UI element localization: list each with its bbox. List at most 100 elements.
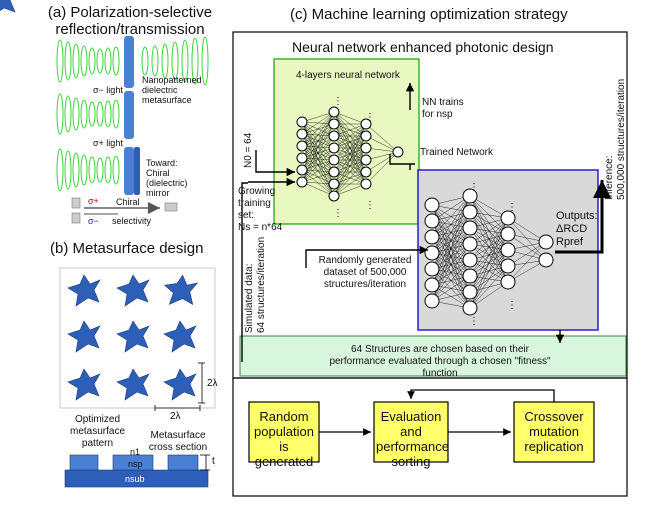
row3-note: Toward: Chiral (dielectric) mirror bbox=[146, 158, 188, 198]
nn-trained-edge bbox=[431, 275, 471, 302]
nn-small-edge bbox=[333, 159, 367, 197]
nn-small-edge bbox=[301, 159, 335, 183]
nn-trained-node bbox=[538, 234, 554, 250]
nn-small-edge bbox=[301, 147, 335, 183]
dimension-lines bbox=[154, 362, 205, 411]
nn-small-edge bbox=[333, 135, 367, 197]
fitness-text: 64 Structures are chosen based on their … bbox=[290, 344, 590, 380]
nn-trained-edge bbox=[469, 217, 509, 277]
nn-trained-node bbox=[462, 284, 478, 300]
nn-trained-node bbox=[462, 220, 478, 236]
fitness-line1: 64 Structures are chosen based on their bbox=[351, 344, 529, 355]
nn-trained-edge bbox=[469, 281, 509, 309]
nn-trained-edge bbox=[469, 217, 509, 261]
nn-trained-node bbox=[500, 258, 516, 274]
metasurface-slab-2 bbox=[124, 91, 134, 139]
simulated-line1: Simulated data: bbox=[244, 263, 255, 334]
nn-trained-node bbox=[500, 226, 516, 242]
inference-line2: 500,000 structures/iteration bbox=[616, 78, 627, 200]
nsp-label: nsp bbox=[128, 459, 143, 469]
beam-row-2 bbox=[56, 91, 134, 139]
outputs-line3: Rpref bbox=[556, 236, 583, 248]
random-dataset-label: Randomly generated dataset of 500,000 st… bbox=[306, 255, 424, 291]
nn-trained-ellipsis: ⋮ bbox=[469, 182, 479, 193]
nn-trained-ellipsis: ⋮ bbox=[507, 202, 517, 213]
random-line2: dataset of 500,000 bbox=[323, 267, 407, 278]
nn-small-node bbox=[328, 166, 340, 178]
nn-trained-node bbox=[462, 188, 478, 204]
nn-small-node bbox=[328, 178, 340, 190]
nn-small-node bbox=[296, 140, 308, 152]
nn-small-node bbox=[392, 146, 404, 158]
sel-minus: σ− bbox=[88, 216, 99, 226]
growing-line2: training bbox=[238, 198, 271, 209]
growing-set-label: Growing training set: Ns = n*64 bbox=[238, 186, 282, 234]
nn-trains-label: NN trains for nsp bbox=[422, 97, 464, 121]
nn-small-node bbox=[328, 118, 340, 130]
panel-a-title-line2: reflection/transmission bbox=[55, 21, 205, 38]
nn-trained-node bbox=[424, 245, 440, 261]
nn-label: 4-layers neural network bbox=[296, 70, 400, 81]
nn-small-node bbox=[360, 178, 372, 190]
nn-small-node bbox=[328, 190, 340, 202]
optimized-pattern-label: Optimized metasurface pattern bbox=[60, 414, 135, 450]
panel-a-title-line1: (a) Polarization-selective bbox=[47, 4, 213, 21]
nn-small-edge bbox=[365, 151, 399, 173]
nn-trained-node bbox=[462, 236, 478, 252]
nn-trained-edge bbox=[507, 233, 547, 261]
nn-trained-node bbox=[424, 197, 440, 213]
row1-light-label: σ− light bbox=[93, 85, 123, 95]
outputs-line2: ΔRCD bbox=[556, 223, 588, 235]
nn-trained-edge bbox=[507, 217, 547, 261]
sel-selectivity: selectivity bbox=[112, 216, 152, 226]
nn-trained-node bbox=[462, 268, 478, 284]
fitness-line3: function bbox=[422, 368, 458, 379]
selectivity-diagram bbox=[71, 197, 178, 224]
nn-small-node bbox=[296, 116, 308, 128]
nn-small-node bbox=[360, 166, 372, 178]
nn-small-edge bbox=[333, 171, 367, 197]
simulated-line2: 64 structures/iteration bbox=[256, 236, 267, 333]
nn-trains-line2: for nsp bbox=[422, 109, 453, 120]
nn-small-node bbox=[360, 142, 372, 154]
row3-note-line3: (dielectric) bbox=[146, 178, 188, 188]
flow-arrows bbox=[241, 83, 611, 362]
fitness-line2: performance evaluated through a chosen "… bbox=[329, 356, 551, 367]
nn-small-edge bbox=[365, 135, 399, 153]
nn-box bbox=[273, 58, 420, 225]
nn-small-node bbox=[360, 154, 372, 166]
outputs-label: Outputs: ΔRCD Rpref bbox=[556, 210, 598, 249]
nn-trained-edge bbox=[469, 265, 509, 309]
row3-note-line2: Chiral bbox=[146, 168, 170, 178]
panel-b-title: (b) Metasurface design bbox=[50, 240, 204, 257]
nn-small-edge bbox=[301, 135, 335, 183]
metasurface-slab-1 bbox=[124, 36, 134, 88]
nn-small-node bbox=[360, 130, 372, 142]
nn-trained-node bbox=[424, 213, 440, 229]
nn-trained-edge bbox=[469, 249, 509, 309]
nn-small-edge bbox=[333, 111, 367, 125]
nn-small-edge bbox=[333, 123, 367, 185]
nn-trained-edge bbox=[431, 259, 471, 302]
nn-trained-edge bbox=[507, 241, 547, 283]
nn-small-ellipsis: ⋮ bbox=[365, 200, 375, 211]
nn-small-node bbox=[296, 152, 308, 164]
panel-a-title: (a) Polarization-selective reflection/tr… bbox=[40, 4, 220, 38]
nn-nodes-trained: ⋮⋮⋮⋮ bbox=[424, 182, 554, 327]
ga-box-crossover: Crossover mutation replication bbox=[524, 409, 584, 454]
ga-box-evaluation: Evaluation and performance sorting bbox=[376, 409, 449, 469]
nn-trained-edge bbox=[431, 195, 471, 222]
nn-trains-line1: NN trains bbox=[422, 97, 464, 108]
simulated-label: Simulated data: 64 structures/iteration bbox=[244, 237, 268, 333]
nn-small-edge bbox=[301, 181, 335, 197]
nn-small-node bbox=[328, 106, 340, 118]
nn-trained-node bbox=[538, 252, 554, 268]
nn-small-node bbox=[328, 154, 340, 166]
nn-small-edge bbox=[365, 151, 399, 185]
nn-trained-node bbox=[500, 274, 516, 290]
nn-trained-node bbox=[500, 210, 516, 226]
outputs-line1: Outputs: bbox=[556, 210, 598, 222]
nn-small-edge bbox=[333, 123, 367, 173]
inference-label: Inference: 500,000 structures/iteration bbox=[604, 79, 628, 200]
